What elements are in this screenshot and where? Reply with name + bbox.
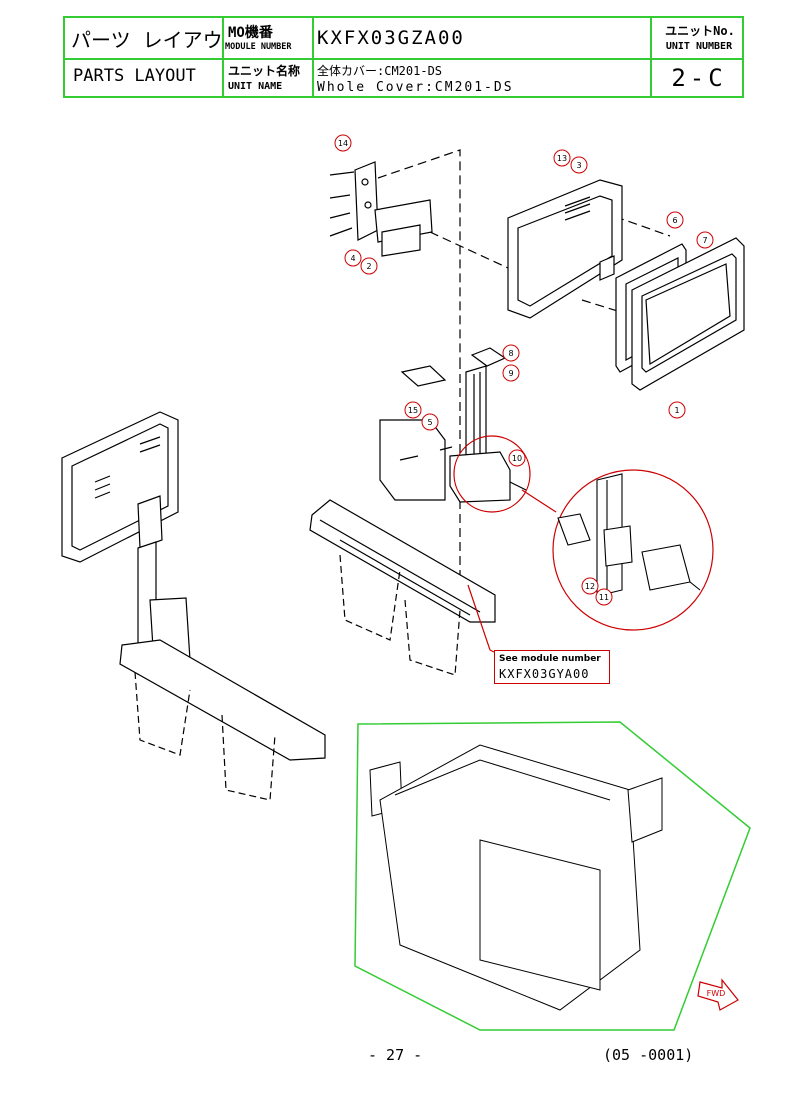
callout-label: 6 — [672, 216, 677, 225]
fwd-label: FWD — [707, 989, 726, 998]
unit-no-label-en: UNIT NUMBER — [665, 42, 733, 52]
unit-number: 2-C — [671, 64, 727, 92]
title-jp: パーツ レイアウト — [71, 28, 221, 52]
unit-no-label-jp: ユニットNo. — [665, 24, 735, 38]
callout-label: 3 — [576, 161, 581, 170]
detail-circle-large — [552, 469, 714, 631]
title-en: PARTS LAYOUT — [73, 66, 196, 86]
bracket-assembly — [329, 161, 433, 257]
unit-label-jp: ユニット名称 — [228, 64, 301, 78]
display-bezel — [631, 237, 745, 391]
column-assembly — [379, 347, 527, 503]
callout-label: 8 — [508, 349, 513, 358]
machine-overview — [369, 744, 663, 1011]
title-block: パーツ レイアウト PARTS LAYOUT MO機番 MODULE NUMBE… — [63, 16, 744, 98]
callout-label: 11 — [599, 593, 609, 602]
rear-cover — [507, 179, 623, 319]
callout-label: 14 — [338, 139, 348, 148]
callout-label: 9 — [508, 369, 513, 378]
callout-label: 4 — [350, 254, 355, 263]
callout-label: 12 — [585, 582, 595, 591]
reference-line-2: KXFX03GYA00 — [499, 667, 590, 681]
callout-label: 13 — [557, 154, 567, 163]
callout-label: 2 — [366, 262, 371, 271]
fwd-arrow: FWD — [697, 978, 739, 1011]
page-number: - 27 - — [368, 1046, 423, 1064]
base-beam — [309, 499, 496, 676]
unit-name-en: Whole Cover:CM201-DS — [317, 80, 514, 95]
assembled-side-view — [61, 411, 326, 801]
callout-label: 5 — [427, 418, 432, 427]
callout-label: 10 — [512, 454, 522, 463]
document-code: (05 -0001) — [603, 1046, 694, 1064]
module-label-jp: MO機番 — [228, 25, 273, 41]
callout-label: 15 — [408, 406, 418, 415]
unit-label-en: UNIT NAME — [228, 82, 283, 92]
module-label-en: MODULE NUMBER — [225, 42, 292, 52]
callout-label: 7 — [702, 236, 707, 245]
detail-circle-small — [453, 435, 531, 513]
callout-label: 1 — [674, 406, 679, 415]
reference-line-1: See module number — [499, 654, 601, 664]
module-number: KXFX03GZA00 — [317, 27, 465, 49]
unit-name-jp: 全体カバー:CM201-DS — [317, 64, 443, 78]
module-reference-box: See module number KXFX03GYA00 — [494, 650, 610, 684]
